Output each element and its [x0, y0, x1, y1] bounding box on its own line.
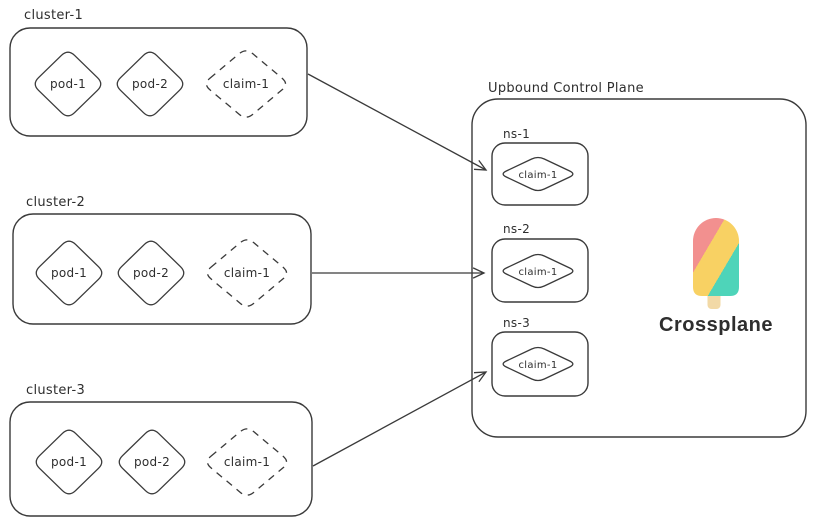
ns-3-box	[491, 331, 589, 397]
control-plane-label: Upbound Control Plane	[488, 81, 644, 96]
claim-1-label: claim-1	[224, 455, 270, 469]
cluster-2-group: cluster-2 pod-1 pod-2 claim-1	[12, 195, 312, 325]
crossplane-wordmark: Crossplane	[659, 314, 773, 336]
popsicle-icon	[693, 218, 739, 296]
claim-1-label: claim-1	[223, 77, 269, 91]
ns-1-box	[491, 142, 589, 206]
namespace-ns-2: ns-2 claim-1	[491, 222, 589, 303]
ns-3-claim-label: claim-1	[519, 360, 558, 371]
pod-2-label: pod-2	[134, 455, 170, 469]
ns-2-box	[491, 238, 589, 303]
arrow-cluster-3-to-ns-3	[312, 371, 488, 467]
cluster-2-label: cluster-2	[26, 195, 85, 210]
cluster-3-label: cluster-3	[26, 383, 85, 398]
control-plane-group: Upbound Control Plane ns-1 claim-1 ns-2 …	[471, 81, 807, 438]
cluster-3-box	[9, 401, 313, 517]
pod-2-label: pod-2	[133, 266, 169, 280]
ns-2-claim-label: claim-1	[519, 267, 558, 278]
cluster-1-group: cluster-1 pod-1 pod-2 claim-1	[9, 8, 308, 137]
arrows-group	[307, 73, 488, 467]
cluster-3-group: cluster-3 pod-1 pod-2 claim-1	[9, 383, 313, 517]
arrow-cluster-1-to-ns-1	[307, 73, 488, 171]
cluster-2-box	[12, 213, 312, 325]
namespace-ns-1: ns-1 claim-1	[491, 127, 589, 206]
pod-1-label: pod-1	[51, 266, 87, 280]
pod-1-label: pod-1	[50, 77, 86, 91]
ns-1-claim-label: claim-1	[519, 170, 558, 181]
pod-1-label: pod-1	[51, 455, 87, 469]
ns-1-label: ns-1	[503, 127, 530, 141]
pod-2-label: pod-2	[132, 77, 168, 91]
cluster-1-box	[9, 27, 308, 137]
control-plane-box	[471, 98, 807, 438]
ns-3-label: ns-3	[503, 316, 530, 330]
claim-1-label: claim-1	[224, 266, 270, 280]
cluster-1-label: cluster-1	[24, 8, 83, 23]
arrow-cluster-2-to-ns-2	[312, 267, 486, 279]
ns-2-label: ns-2	[503, 222, 530, 236]
crossplane-logo: Crossplane	[659, 218, 773, 336]
namespace-ns-3: ns-3 claim-1	[491, 316, 589, 397]
